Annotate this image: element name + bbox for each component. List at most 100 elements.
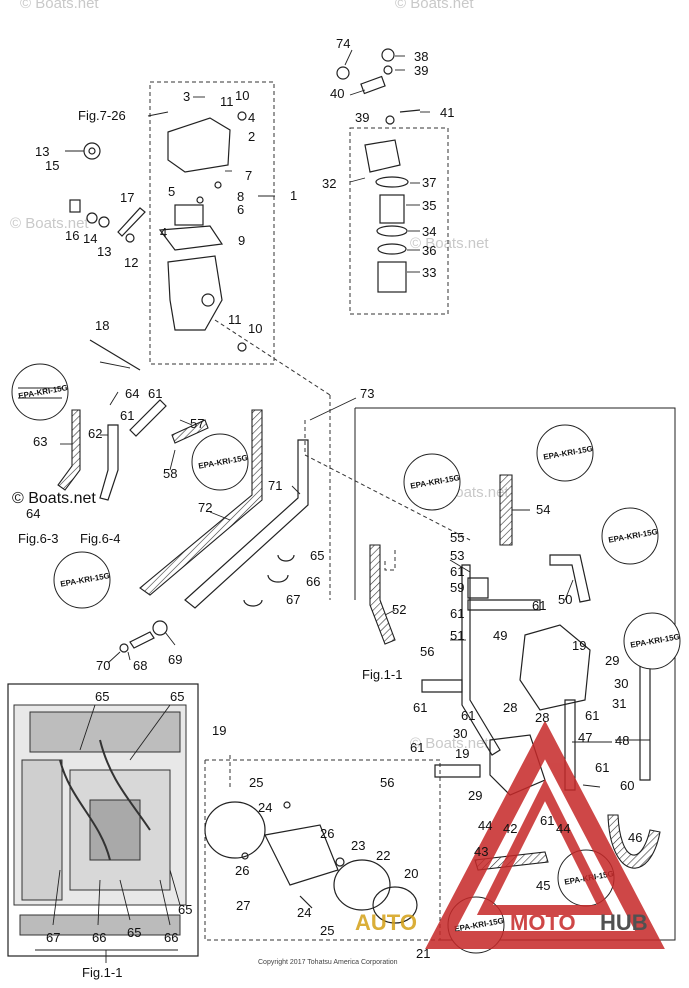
- part-number-label: 65: [310, 548, 324, 563]
- part-number-label: 66: [306, 574, 320, 589]
- part-number-label: 46: [628, 830, 642, 845]
- part-number-label: 43: [474, 844, 488, 859]
- part-number-label: 19: [572, 638, 586, 653]
- part-number-label: 49: [493, 628, 507, 643]
- misc-parts-left: [69, 111, 247, 371]
- part-number-label: 26: [235, 863, 249, 878]
- part-number-label: 21: [416, 946, 430, 961]
- link-line-c: [214, 319, 331, 396]
- fig-6-4-label: Fig.6-4: [80, 531, 120, 546]
- svg-text:© Boats.net: © Boats.net: [395, 0, 474, 12]
- svg-text:© Boats.net: © Boats.net: [20, 0, 99, 12]
- fuel-filter: [336, 48, 421, 293]
- part-number-label: 9: [238, 233, 245, 248]
- part-number-label: 15: [45, 158, 59, 173]
- part-number-label: 29: [605, 653, 619, 668]
- fig-6-3-label: Fig.6-3: [18, 531, 58, 546]
- part-number-label: 61: [461, 708, 475, 723]
- part-number-label: 74: [336, 36, 350, 51]
- part-number-label: 13: [35, 144, 49, 159]
- part-number-label: 56: [420, 644, 434, 659]
- part-number-label: 65: [95, 689, 109, 704]
- part-number-label: 8: [237, 189, 244, 204]
- part-number-label: 25: [249, 775, 263, 790]
- part-number-label: 29: [468, 788, 482, 803]
- part-number-label: 61: [450, 606, 464, 621]
- part-number-label: 61: [410, 740, 424, 755]
- part-number-label: 61: [532, 598, 546, 613]
- part-number-label: 35: [422, 198, 436, 213]
- part-number-label: 59: [450, 580, 464, 595]
- part-number-label: 28: [535, 710, 549, 725]
- part-number-label: 61: [413, 700, 427, 715]
- part-number-label: 23: [351, 838, 365, 853]
- autmotohub-logo: AUTO MOTO HUB: [355, 720, 665, 949]
- svg-text:© Boats.net: © Boats.net: [410, 735, 489, 752]
- part-number-label: 37: [422, 175, 436, 190]
- boats-net-mark: © Boats.net: [12, 490, 96, 507]
- link-line-a: [304, 420, 471, 541]
- part-number-label: 64: [26, 506, 40, 521]
- part-number-label: 47: [578, 730, 592, 745]
- part-number-label: 24: [297, 905, 311, 920]
- svg-text:MOTO: MOTO: [510, 910, 576, 935]
- part-number-label: 64: [125, 386, 139, 401]
- part-number-label: 38: [414, 49, 428, 64]
- part-number-label: 32: [322, 176, 336, 191]
- svg-text:© Boats.net: © Boats.net: [10, 215, 89, 232]
- part-number-label: 68: [133, 658, 147, 673]
- engine-image: [13, 704, 187, 936]
- part-number-label: 65: [127, 925, 141, 940]
- part-number-label: 65: [178, 902, 192, 917]
- part-number-label: 54: [536, 502, 550, 517]
- part-number-label: 17: [120, 190, 134, 205]
- part-number-label: 13: [97, 244, 111, 259]
- part-number-label: 61: [148, 386, 162, 401]
- svg-text:AUTO: AUTO: [355, 910, 417, 935]
- part-number-label: 56: [380, 775, 394, 790]
- part-number-label: 1: [290, 188, 297, 203]
- part-number-label: 36: [422, 243, 436, 258]
- part-number-label: 6: [237, 202, 244, 217]
- clamps: [119, 554, 295, 653]
- part-number-label: 60: [620, 778, 634, 793]
- hoses: [57, 399, 661, 871]
- part-number-label: 71: [268, 478, 282, 493]
- part-number-label: 73: [360, 386, 374, 401]
- part-number-label: 70: [96, 658, 110, 673]
- epa-tag: EPA-KRI-15G: [623, 612, 681, 670]
- part-number-label: 4: [160, 225, 167, 240]
- fig-1-1-lower-label: Fig.1-1: [82, 965, 122, 980]
- part-number-label: 40: [330, 86, 344, 101]
- part-number-label: 42: [503, 821, 517, 836]
- part-number-label: 65: [170, 689, 184, 704]
- watermarks: © Boats.net © Boats.net © Boats.net © Bo…: [10, 0, 509, 752]
- part-number-label: 16: [65, 228, 79, 243]
- part-number-label: 10: [248, 321, 262, 336]
- part-number-label: 48: [615, 733, 629, 748]
- svg-text:HUB: HUB: [600, 910, 648, 935]
- part-number-label: 72: [198, 500, 212, 515]
- part-number-label: 44: [556, 821, 570, 836]
- part-number-label: 53: [450, 548, 464, 563]
- fig-1-1-upper-label: Fig.1-1: [362, 667, 402, 682]
- part-number-label: 67: [46, 930, 60, 945]
- part-number-label: 44: [478, 818, 492, 833]
- part-number-label: 30: [614, 676, 628, 691]
- fig-7-26-label: Fig.7-26: [78, 108, 126, 123]
- part-number-label: 27: [236, 898, 250, 913]
- part-number-label: 11: [228, 312, 242, 327]
- part-number-label: 26: [320, 826, 334, 841]
- part-number-label: 14: [83, 231, 97, 246]
- part-number-label: 28: [503, 700, 517, 715]
- part-number-label: 69: [168, 652, 182, 667]
- part-number-label: 61: [120, 408, 134, 423]
- leader-lines: [35, 49, 650, 963]
- copyright: Copyright 2017 Tohatsu America Corporati…: [258, 959, 398, 966]
- part-number-label: 67: [286, 592, 300, 607]
- part-number-label: 61: [540, 813, 554, 828]
- part-number-label: 52: [392, 602, 406, 617]
- part-number-label: 61: [595, 760, 609, 775]
